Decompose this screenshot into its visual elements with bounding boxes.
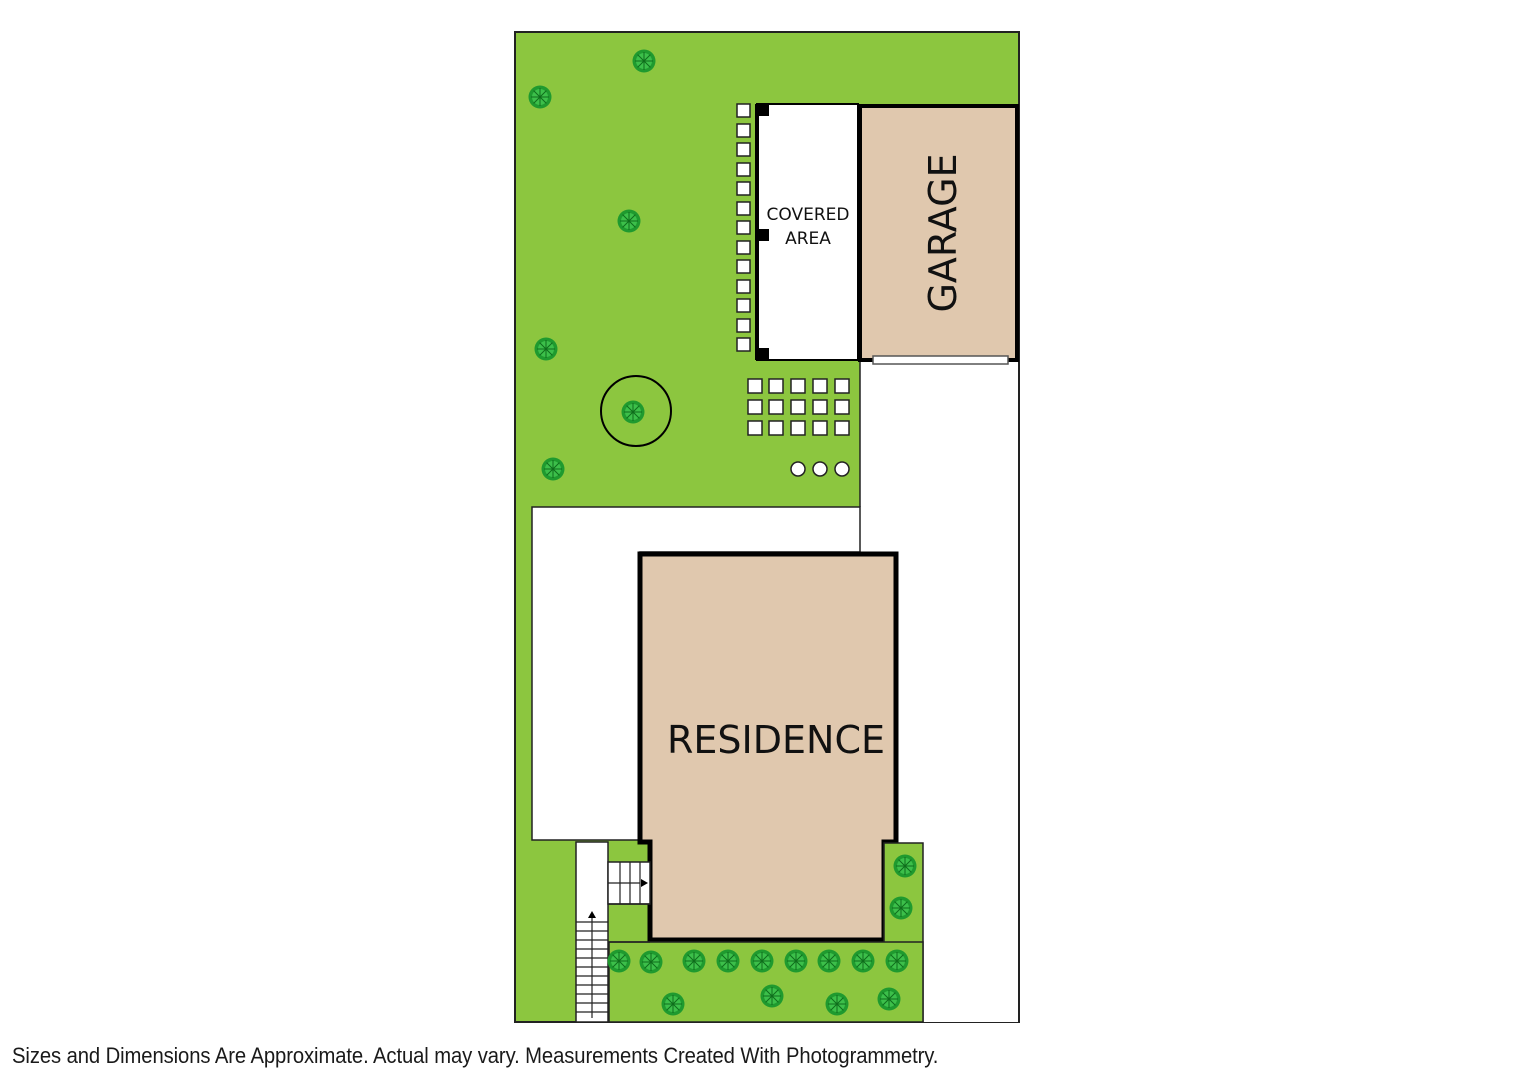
tree-icon xyxy=(682,949,706,973)
tree-icon xyxy=(851,949,875,973)
tree-icon xyxy=(534,337,558,361)
stairs-upper xyxy=(608,862,641,904)
tree-icon xyxy=(639,950,663,974)
tree-icon xyxy=(716,949,740,973)
post xyxy=(757,229,769,241)
tree-icon xyxy=(607,949,631,973)
tree-icon xyxy=(817,949,841,973)
arrow-right-icon xyxy=(641,879,648,887)
pavers-column xyxy=(736,103,751,352)
covered-area-label: COVERED xyxy=(767,205,850,225)
tree-icon xyxy=(877,987,901,1011)
tree-icon xyxy=(893,854,917,878)
arrow-up-icon xyxy=(588,911,596,1018)
residence-label: RESIDENCE xyxy=(667,718,885,762)
tree-icon xyxy=(617,209,641,233)
stepping-stones xyxy=(790,461,850,477)
covered-area-label: AREA xyxy=(785,229,831,249)
tree-icon xyxy=(541,457,565,481)
tree-icon xyxy=(784,949,808,973)
tree-icon xyxy=(825,992,849,1016)
tree-icon xyxy=(661,992,685,1016)
garage-label: GARAGE xyxy=(921,153,965,312)
tree-icon xyxy=(760,984,784,1008)
tree-icon xyxy=(621,400,645,424)
pavers-grid xyxy=(747,378,850,436)
post xyxy=(757,104,769,116)
tree-icon xyxy=(750,949,774,973)
tree-icon xyxy=(885,949,909,973)
tree-icon xyxy=(528,85,552,109)
post xyxy=(757,348,769,360)
driveway xyxy=(860,362,1019,1022)
tree-ring xyxy=(600,375,672,447)
garage-door xyxy=(872,355,1009,365)
tree-icon xyxy=(632,49,656,73)
garage xyxy=(858,104,1019,362)
disclaimer-text: Sizes and Dimensions Are Approximate. Ac… xyxy=(12,1043,939,1068)
tree-icon xyxy=(889,896,913,920)
